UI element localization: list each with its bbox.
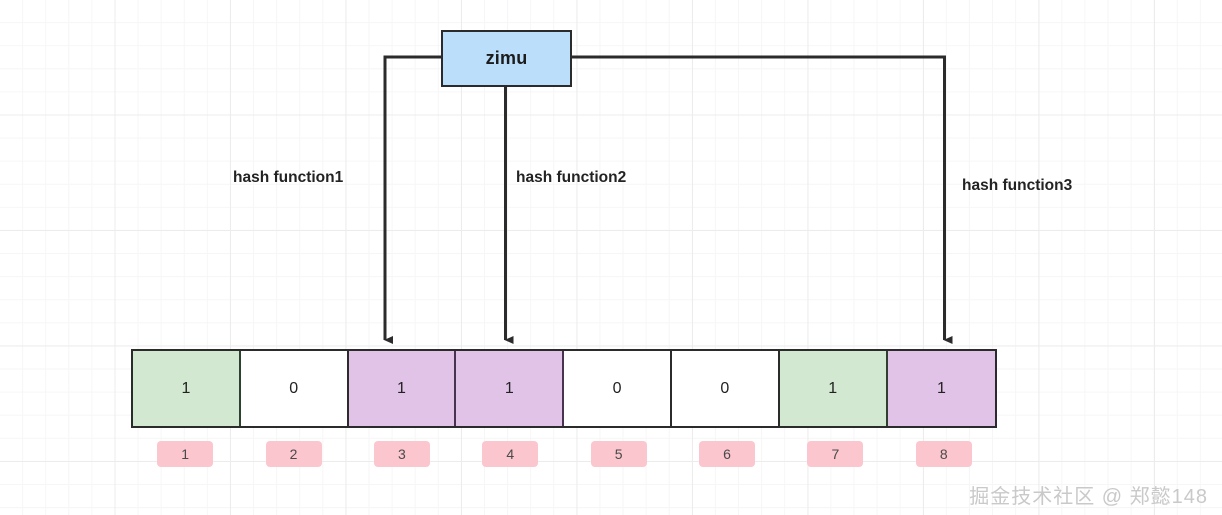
index-slot: 2 <box>239 441 347 467</box>
edge-label-hash-function3: hash function3 <box>962 177 1073 194</box>
bit-cell-value: 0 <box>289 379 299 397</box>
bit-cell-value: 0 <box>612 379 622 397</box>
edge-label-hash-function2: hash function2 <box>516 169 627 186</box>
index-badge: 5 <box>590 441 647 467</box>
index-badge: 6 <box>699 441 756 467</box>
edge-hash-function3 <box>572 55 953 344</box>
bit-cell-value: 1 <box>181 379 191 397</box>
bit-cell[interactable]: 1 <box>348 351 457 426</box>
index-slot: 6 <box>673 441 781 467</box>
index-badge: 1 <box>157 441 214 467</box>
bit-cell[interactable]: 1 <box>133 351 241 426</box>
bit-cell[interactable]: 0 <box>671 351 780 426</box>
index-badge: 8 <box>915 441 972 467</box>
bit-cell-value: 1 <box>937 379 946 397</box>
index-slot: 1 <box>131 441 239 467</box>
index-badge: 4 <box>482 441 539 467</box>
source-node-label: zimu <box>485 48 528 68</box>
bit-cell[interactable]: 1 <box>887 351 996 426</box>
index-slot: 7 <box>781 441 889 467</box>
watermark: 掘金技术社区 @ 郑懿148 <box>969 486 1208 508</box>
bit-cell-value: 1 <box>828 379 838 397</box>
bit-cell[interactable]: 1 <box>779 351 888 426</box>
index-badge: 7 <box>807 441 864 467</box>
edge-label-hash-function1: hash function1 <box>233 169 344 186</box>
bit-cell-value: 1 <box>397 379 406 397</box>
index-slot: 5 <box>565 441 673 467</box>
edge-hash-function1 <box>383 55 441 344</box>
index-badge: 2 <box>265 441 322 467</box>
bit-cell-value: 1 <box>504 379 514 397</box>
bit-cell[interactable]: 0 <box>240 351 349 426</box>
bit-cell[interactable]: 1 <box>456 351 565 426</box>
source-node-zimu[interactable]: zimu <box>441 30 572 87</box>
index-slot: 3 <box>348 441 456 467</box>
bit-cell-value: 0 <box>720 379 730 397</box>
index-slot: 8 <box>890 441 998 467</box>
bit-array: 1 0 1 1 0 0 1 1 <box>131 349 998 428</box>
bit-cell[interactable]: 0 <box>564 351 672 426</box>
index-badge: 3 <box>373 441 430 467</box>
index-slot: 4 <box>456 441 564 467</box>
index-row: 1 2 3 4 5 6 7 8 <box>131 441 998 467</box>
